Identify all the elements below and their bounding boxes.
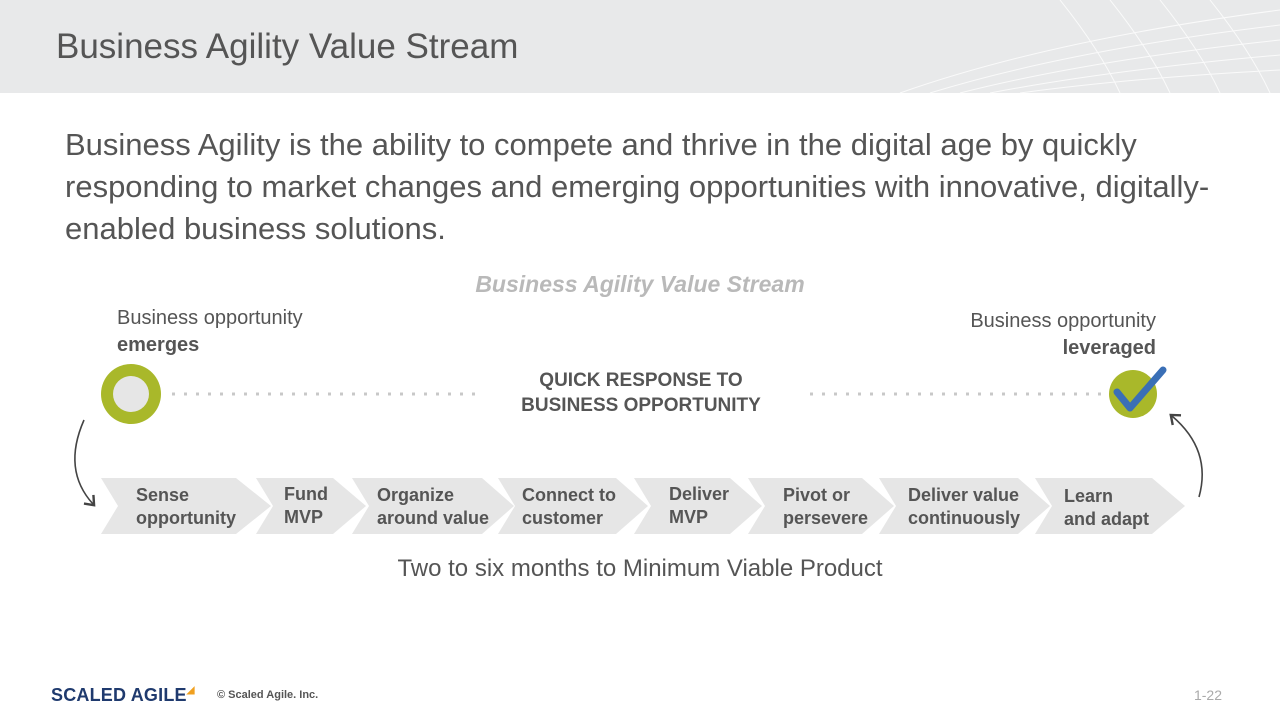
stage-label-line1: Learn: [1064, 486, 1114, 506]
diagram-title: Business Agility Value Stream: [475, 271, 805, 297]
opportunity-leveraged-line2: leveraged: [1062, 337, 1156, 359]
header-bar: Business Agility Value Stream: [0, 0, 1280, 93]
header-wave-pattern: [899, 0, 1280, 93]
curved-arrow-right-icon: [1169, 413, 1203, 498]
stage-label-line2: customer: [522, 508, 604, 528]
stage-label-connect-to-customer: Connect to customer: [522, 484, 616, 530]
opportunity-emerges-line2: emerges: [117, 334, 200, 356]
opportunity-emerges-line1: Business opportunity: [117, 307, 303, 329]
quick-response-line2: BUSINESS OPPORTUNITY: [521, 395, 761, 416]
intro-paragraph: Business Agility is the ability to compe…: [65, 127, 1210, 246]
stage-label-line1: Deliver: [669, 484, 730, 504]
stage-label-learn-and-adapt: Learn and adapt: [1064, 485, 1149, 531]
stage-label-line2: MVP: [284, 507, 324, 527]
stage-label-fund-mvp: Fund MVP: [284, 483, 328, 529]
mvp-caption: Two to six months to Minimum Viable Prod…: [397, 555, 883, 582]
stage-chevron-deliver-mvp: [634, 478, 762, 534]
stage-label-deliver-value-continuously: Deliver value continuously: [908, 484, 1020, 530]
quick-response-label: QUICK RESPONSE TO BUSINESS OPPORTUNITY: [490, 368, 792, 418]
opportunity-emerges-label: Business opportunity emerges: [117, 305, 303, 359]
logo-mark-icon: ◢: [186, 685, 195, 696]
stage-label-pivot-or-persevere: Pivot or persevere: [783, 484, 868, 530]
stage-label-organize-around-value: Organize around value: [377, 484, 489, 530]
stage-label-deliver-mvp: Deliver MVP: [669, 483, 729, 529]
stage-chevron-pivot-or-persevere: [748, 478, 894, 534]
stage-chevron-organize-around-value: [352, 478, 514, 534]
stage-label-line2: and adapt: [1064, 509, 1150, 529]
stage-label-line1: Fund: [284, 484, 328, 504]
opportunity-leveraged-line1: Business opportunity: [970, 310, 1156, 332]
stage-label-line2: opportunity: [136, 508, 236, 528]
stage-label-line1: Pivot or: [783, 485, 851, 505]
opportunity-leveraged-label: Business opportunity leveraged: [970, 308, 1156, 362]
stage-chevron-fund-mvp: [256, 478, 366, 534]
stage-label-line1: Sense: [136, 485, 190, 505]
quick-response-line1: QUICK RESPONSE TO: [539, 370, 743, 391]
stage-chevron-connect-to-customer: [498, 478, 648, 534]
copyright-text: © Scaled Agile. Inc.: [217, 689, 319, 701]
page-title: Business Agility Value Stream: [56, 27, 519, 66]
stage-label-line1: Organize: [377, 485, 455, 505]
stage-label-line2: around value: [377, 508, 490, 528]
curved-arrow-left-icon: [74, 419, 96, 507]
stage-chevron-learn-and-adapt: [1035, 478, 1185, 534]
logo-text: SCALED AGILE: [51, 685, 187, 705]
stage-label-line1: Connect to: [522, 485, 616, 505]
stage-label-sense-opportunity: Sense opportunity: [136, 484, 236, 530]
checkmark-icon: [1109, 366, 1167, 418]
page-number: 1-22: [1193, 687, 1222, 703]
stage-label-line2: MVP: [669, 507, 709, 527]
stage-chevron-sense-opportunity: [101, 478, 271, 534]
scaled-agile-logo: SCALED AGILE◢: [51, 685, 195, 706]
stage-label-line2: persevere: [783, 508, 869, 528]
stage-label-line1: Deliver value: [908, 485, 1020, 505]
start-ring-icon: [101, 364, 161, 424]
stage-label-line2: continuously: [908, 508, 1020, 528]
stage-chevron-deliver-value-continuously: [879, 478, 1050, 534]
